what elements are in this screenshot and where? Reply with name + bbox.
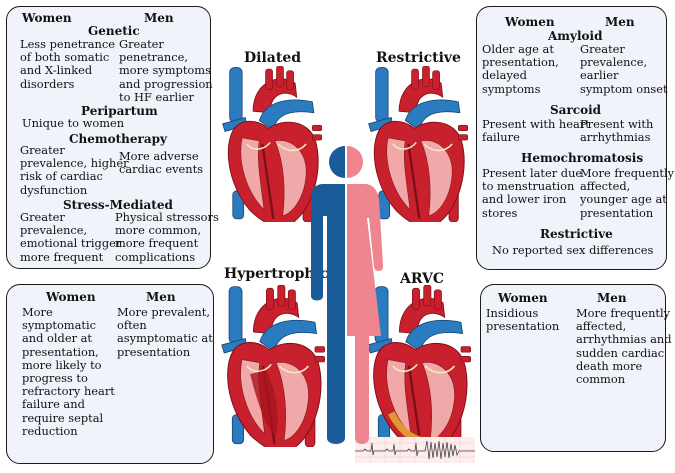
arvc-women-text: Insidious presentation [486, 306, 560, 334]
genetic-heading: Genetic [88, 24, 140, 38]
sarcoid-heading: Sarcoid [550, 103, 602, 117]
arvc-info-box [480, 284, 666, 452]
arvc-col-men: Men [597, 291, 627, 305]
hypertrophic-info-box [6, 284, 214, 464]
restrictive-col-men: Men [605, 15, 635, 29]
hemochromatosis-heading: Hemochromatosis [521, 151, 644, 165]
amyloid-men-text: Greater prevalence, earlier symptom onse… [580, 42, 668, 96]
genetic-men-text: Greater penetrance, more symptoms and pr… [119, 37, 213, 104]
stress-mediated-heading: Stress-Mediated [63, 198, 173, 212]
peripartum-heading: Peripartum [81, 104, 158, 118]
hypertrophic-women-text: More symptomatic and older at presentati… [22, 305, 115, 438]
amyloid-heading: Amyloid [548, 29, 603, 43]
chemotherapy-women-text: Greater prevalence, higher risk of cardi… [20, 143, 129, 197]
man-woman-icon [311, 146, 384, 444]
restrictive-info-box [476, 6, 667, 270]
sarcoid-men-text: Present with arrhythmias [580, 117, 654, 145]
amyloid-women-text: Older age at presentation, delayed sympt… [482, 42, 559, 96]
hypertrophic-label: Hypertrophic [224, 266, 329, 282]
stress-women-text: Greater prevalence, emotional trigger mo… [20, 210, 122, 264]
sarcoid-women-text: Present with heart failure [482, 117, 590, 145]
ecg-trace-icon [355, 437, 475, 463]
hypertrophic-col-men: Men [146, 290, 176, 304]
restrictive-heading: Restrictive [540, 227, 613, 241]
arvc-col-women: Women [498, 291, 548, 305]
chemotherapy-men-text: More adverse cardiac events [119, 149, 204, 177]
chemotherapy-heading: Chemotherapy [69, 132, 167, 146]
peripartum-women-text: Unique to women [22, 116, 125, 130]
arvc-label: ARVC [400, 271, 445, 287]
dilated-label: Dilated [244, 50, 302, 66]
dilated-col-men: Men [144, 11, 174, 25]
genetic-women-text: Less penetrance of both somatic and X-li… [20, 37, 115, 91]
restrictive-text: No reported sex differences [492, 243, 654, 257]
hemochromatosis-men-text: More frequently affected, younger age at… [580, 166, 675, 220]
hypertrophic-men-text: More prevalent, often asymptomatic at pr… [117, 305, 213, 359]
arvc-men-text: More frequently affected, arrhythmias an… [576, 306, 672, 387]
stress-men-text: Physical stressors more common, more fre… [115, 210, 219, 264]
dilated-info-box [6, 6, 211, 269]
hypertrophic-heart-icon [220, 285, 326, 447]
restrictive-label: Restrictive [376, 50, 461, 66]
restrictive-col-women: Women [505, 15, 555, 29]
dilated-col-women: Women [22, 11, 72, 25]
hypertrophic-col-women: Women [46, 290, 96, 304]
hemochromatosis-women-text: Present later due to menstruation and lo… [482, 166, 583, 220]
